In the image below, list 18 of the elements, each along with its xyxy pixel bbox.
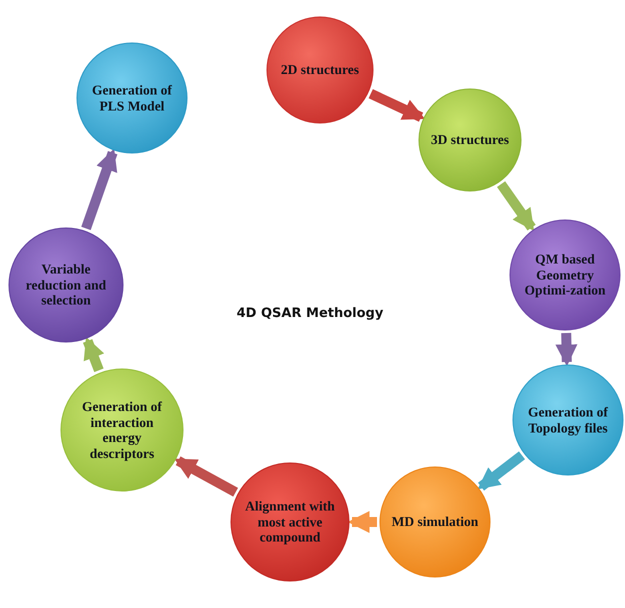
step-label: 3D structures [430, 132, 510, 148]
step-label: MD simulation [390, 514, 480, 530]
step-label: Variable reduction and selection [24, 262, 108, 308]
arrow [478, 451, 526, 491]
arrow [496, 181, 536, 232]
arrow [368, 89, 426, 122]
arrow [174, 456, 238, 497]
arrow [348, 511, 377, 533]
arrow [81, 148, 118, 230]
step-label: 2D structures [280, 62, 360, 78]
diagram-title: 4D QSAR Methology [236, 306, 384, 321]
step-label: Generation of PLS Model [91, 82, 173, 114]
arrow [555, 332, 578, 366]
arrow [82, 336, 104, 372]
step-label: Generation of Topology files [527, 404, 609, 436]
step-label: QM based Geometry Optimi-zation [524, 252, 606, 298]
step-label: Generation of interaction energy descriptors [81, 398, 163, 462]
step-label: Alignment with most active compound [244, 498, 336, 546]
